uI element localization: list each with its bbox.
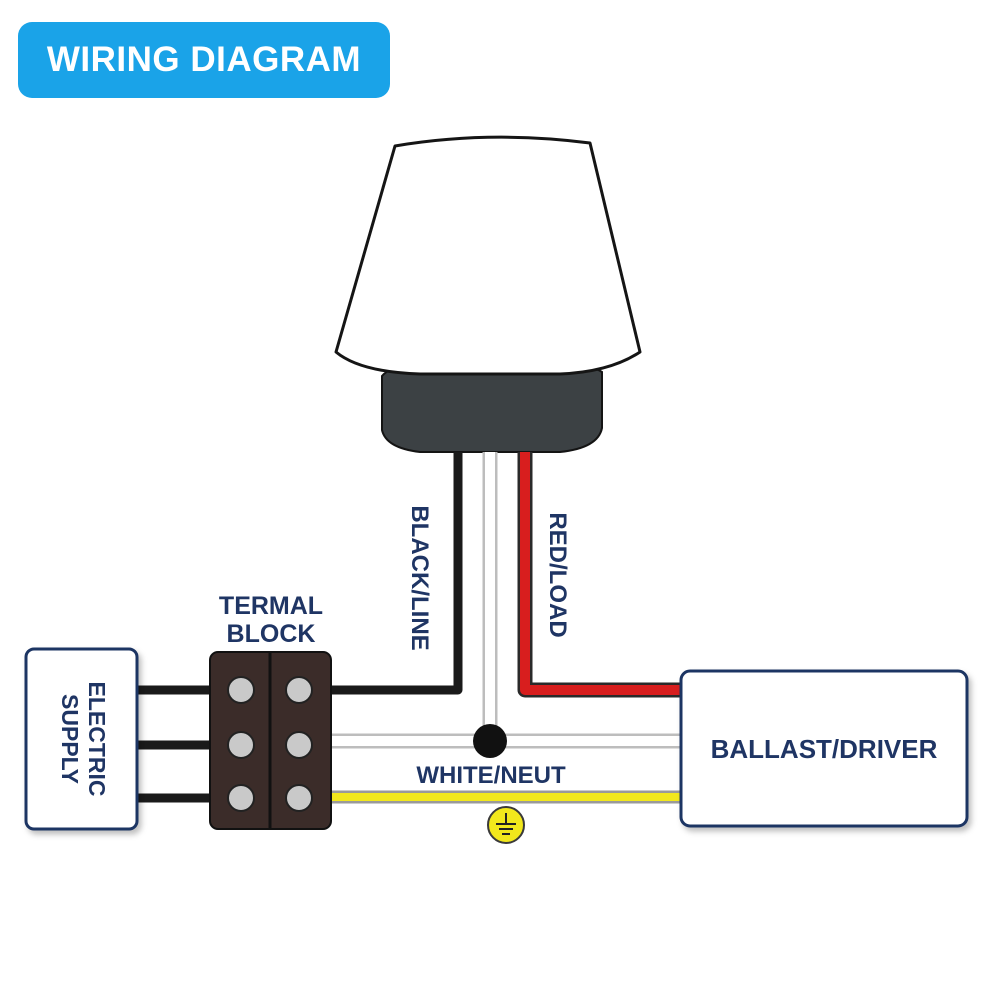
red-load-label: RED/LOAD — [544, 512, 571, 637]
terminal-screw — [227, 784, 255, 812]
terminal-block-label-2: BLOCK — [227, 620, 316, 648]
terminal-screw — [227, 676, 255, 704]
terminal-block: TERMAL BLOCK — [209, 592, 332, 830]
white-neutral-label: WHITE/NEUT — [416, 762, 566, 789]
ballast-driver-label: BALLAST/DRIVER — [711, 734, 938, 764]
red-load-wire — [517, 452, 680, 698]
terminal-screw — [285, 731, 313, 759]
black-line-wire — [330, 452, 463, 695]
terminal-screw — [227, 731, 255, 759]
ballast-driver-box: BALLAST/DRIVER — [679, 669, 969, 828]
electric-supply-label-2: SUPPLY — [57, 694, 83, 784]
title-badge: WIRING DIAGRAM — [18, 22, 390, 98]
white-neutral-wire — [330, 452, 680, 749]
photocell-sensor-icon — [334, 135, 642, 453]
electric-supply-box: ELECTRIC SUPPLY — [24, 647, 139, 831]
black-line-label: BLACK/LINE — [406, 505, 433, 650]
junction-dot-icon — [473, 724, 507, 758]
page-title: WIRING DIAGRAM — [46, 40, 362, 79]
terminal-block-label-1: TERMAL — [219, 592, 323, 620]
terminal-screw — [285, 784, 313, 812]
ground-symbol-icon — [487, 806, 525, 844]
electric-supply-label-1: ELECTRIC — [84, 682, 110, 797]
supply-wires — [136, 685, 212, 803]
terminal-screw — [285, 676, 313, 704]
